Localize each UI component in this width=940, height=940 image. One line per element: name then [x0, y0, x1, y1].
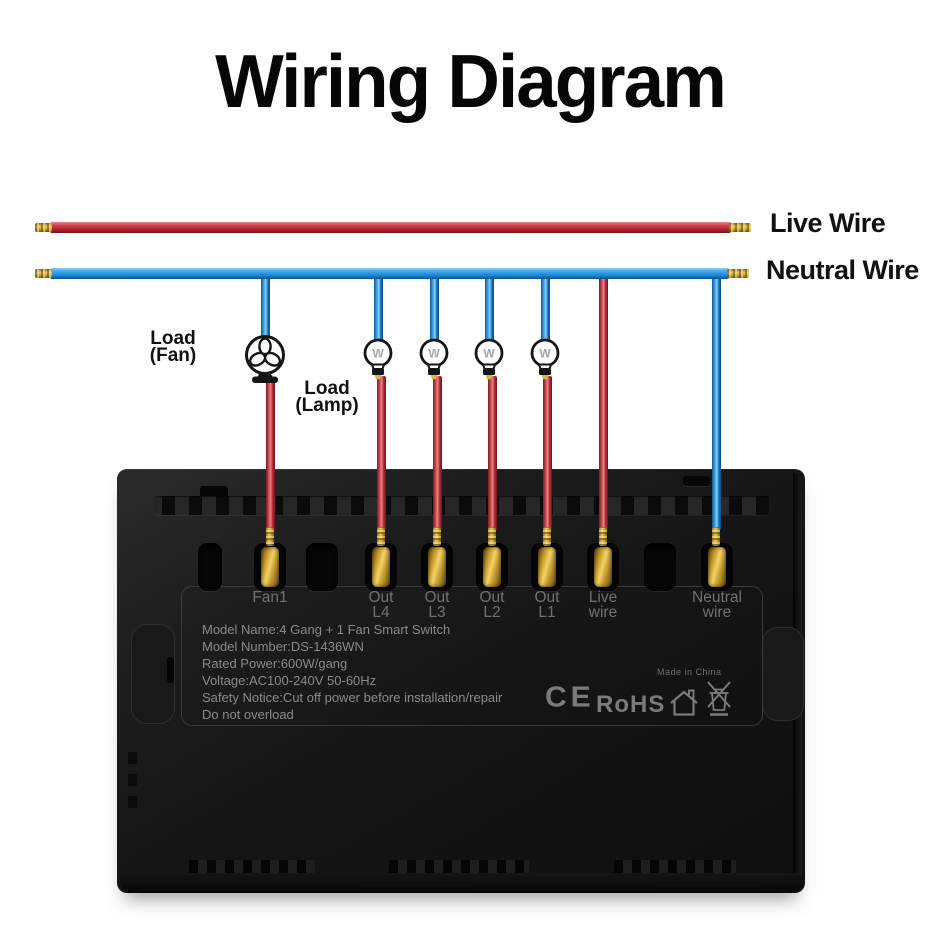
lamp-bulb-icon: W — [419, 338, 449, 380]
terminal-screw-fan1 — [261, 547, 279, 587]
load-fan-label: Load(Fan) — [149, 328, 197, 366]
spec-model-number: Model Number:DS-1436WN — [202, 639, 364, 654]
fan-wire-ferrule — [266, 527, 274, 546]
terminal-hole-empty — [306, 543, 338, 591]
lamp4-wire-ferrule — [377, 527, 385, 546]
terminal-label-out-l3: Out L3 — [424, 589, 450, 621]
spec-text-block: Model Name:4 Gang + 1 Fan Smart Switch M… — [202, 621, 622, 723]
lamp2-load-wire — [487, 376, 497, 530]
neutral-wire-tip-left — [35, 269, 52, 278]
terminal-label-live-wire: Live wire — [588, 589, 618, 621]
lamp-bulb-icon: W — [530, 338, 560, 380]
live-wire-tip-right — [729, 223, 751, 232]
spec-voltage: Voltage:AC100-240V 50-60Hz — [202, 673, 377, 688]
spec-panel-outline — [181, 586, 763, 726]
terminal-label-neutral-wire: Neutral wire — [692, 589, 742, 621]
lamp-bulb-icon: W — [474, 338, 504, 380]
lamp3-load-wire — [432, 376, 442, 530]
neutral-wire-tip-right — [727, 269, 749, 278]
bottom-foot-right — [655, 887, 762, 893]
smart-switch-back-panel: Fan1 Out L4 Out L3 Out L2 Out L1 Live wi… — [117, 469, 805, 893]
left-notch-3 — [128, 796, 137, 808]
side-slot — [167, 657, 174, 683]
side-lug-right — [762, 627, 804, 721]
spec-overload: Do not overload — [202, 707, 294, 722]
fan-load-wire — [265, 379, 275, 530]
bottom-foot-left — [360, 887, 475, 893]
house-icon — [670, 689, 698, 716]
spec-rated-power: Rated Power:600W/gang — [202, 656, 348, 671]
bottom-edge — [120, 873, 802, 893]
terminal-label-out-l2: Out L2 — [479, 589, 505, 621]
lamp1-load-wire — [542, 376, 552, 530]
bulb-letter: W — [483, 347, 495, 361]
neutral-drop-to-fan — [260, 272, 270, 342]
terminal-screw-out-l3 — [428, 547, 446, 587]
page-title: Wiring Diagram — [215, 39, 727, 123]
neutral-drop-to-lamp3 — [429, 272, 439, 344]
neutral-drop-to-lamp2 — [484, 272, 494, 344]
terminal-label-fan1: Fan1 — [252, 589, 288, 606]
neutral-wire-to-terminal — [711, 272, 721, 530]
live-wire-horizontal — [50, 222, 731, 233]
made-in-china-text: Made in China — [657, 667, 722, 677]
lamp-bulb-icon: W — [363, 338, 393, 380]
terminal-screw-out-l1 — [538, 547, 556, 587]
left-notch-1 — [128, 752, 137, 764]
weee-bin-icon — [707, 681, 731, 716]
terminal-screw-out-l2 — [483, 547, 501, 587]
clip-tab-row — [155, 496, 769, 515]
bulb-letter: W — [372, 347, 384, 361]
live-wire-tip-left — [35, 223, 52, 232]
terminal-label-out-l1: Out L1 — [534, 589, 560, 621]
neutral-wire-horizontal — [50, 268, 729, 279]
lamp4-load-wire — [376, 376, 386, 530]
terminal-hole-empty — [644, 543, 676, 591]
bulb-letter: W — [539, 347, 551, 361]
fan-icon — [245, 335, 285, 383]
live-wire-to-terminal — [598, 277, 608, 530]
rohs-mark: RoHS — [596, 691, 666, 718]
neutral-wire-label: Neutral Wire — [766, 255, 919, 285]
mount-slot-right — [683, 476, 710, 486]
terminal-screw-live — [594, 547, 612, 587]
spec-model-name: Model Name:4 Gang + 1 Fan Smart Switch — [202, 622, 451, 637]
bulb-letter: W — [428, 347, 440, 361]
neutral-drop-to-lamp1 — [540, 272, 550, 344]
terminal-hole-empty — [198, 543, 222, 591]
lamp1-wire-ferrule — [543, 527, 551, 546]
left-notch-2 — [128, 774, 137, 786]
live-wire-ferrule — [599, 527, 607, 546]
terminal-screw-neutral — [708, 547, 726, 587]
live-wire-label: Live Wire — [770, 208, 886, 238]
lamp2-wire-ferrule — [488, 527, 496, 546]
load-lamp-label: Load(Lamp) — [295, 378, 359, 416]
neutral-drop-to-lamp4 — [373, 272, 383, 344]
spec-safety-notice: Safety Notice:Cut off power before insta… — [202, 690, 503, 705]
terminal-screw-out-l4 — [372, 547, 390, 587]
lamp3-wire-ferrule — [433, 527, 441, 546]
neutral-wire-ferrule — [712, 527, 720, 546]
ce-mark: CE — [545, 681, 595, 714]
terminal-label-out-l4: Out L4 — [368, 589, 394, 621]
